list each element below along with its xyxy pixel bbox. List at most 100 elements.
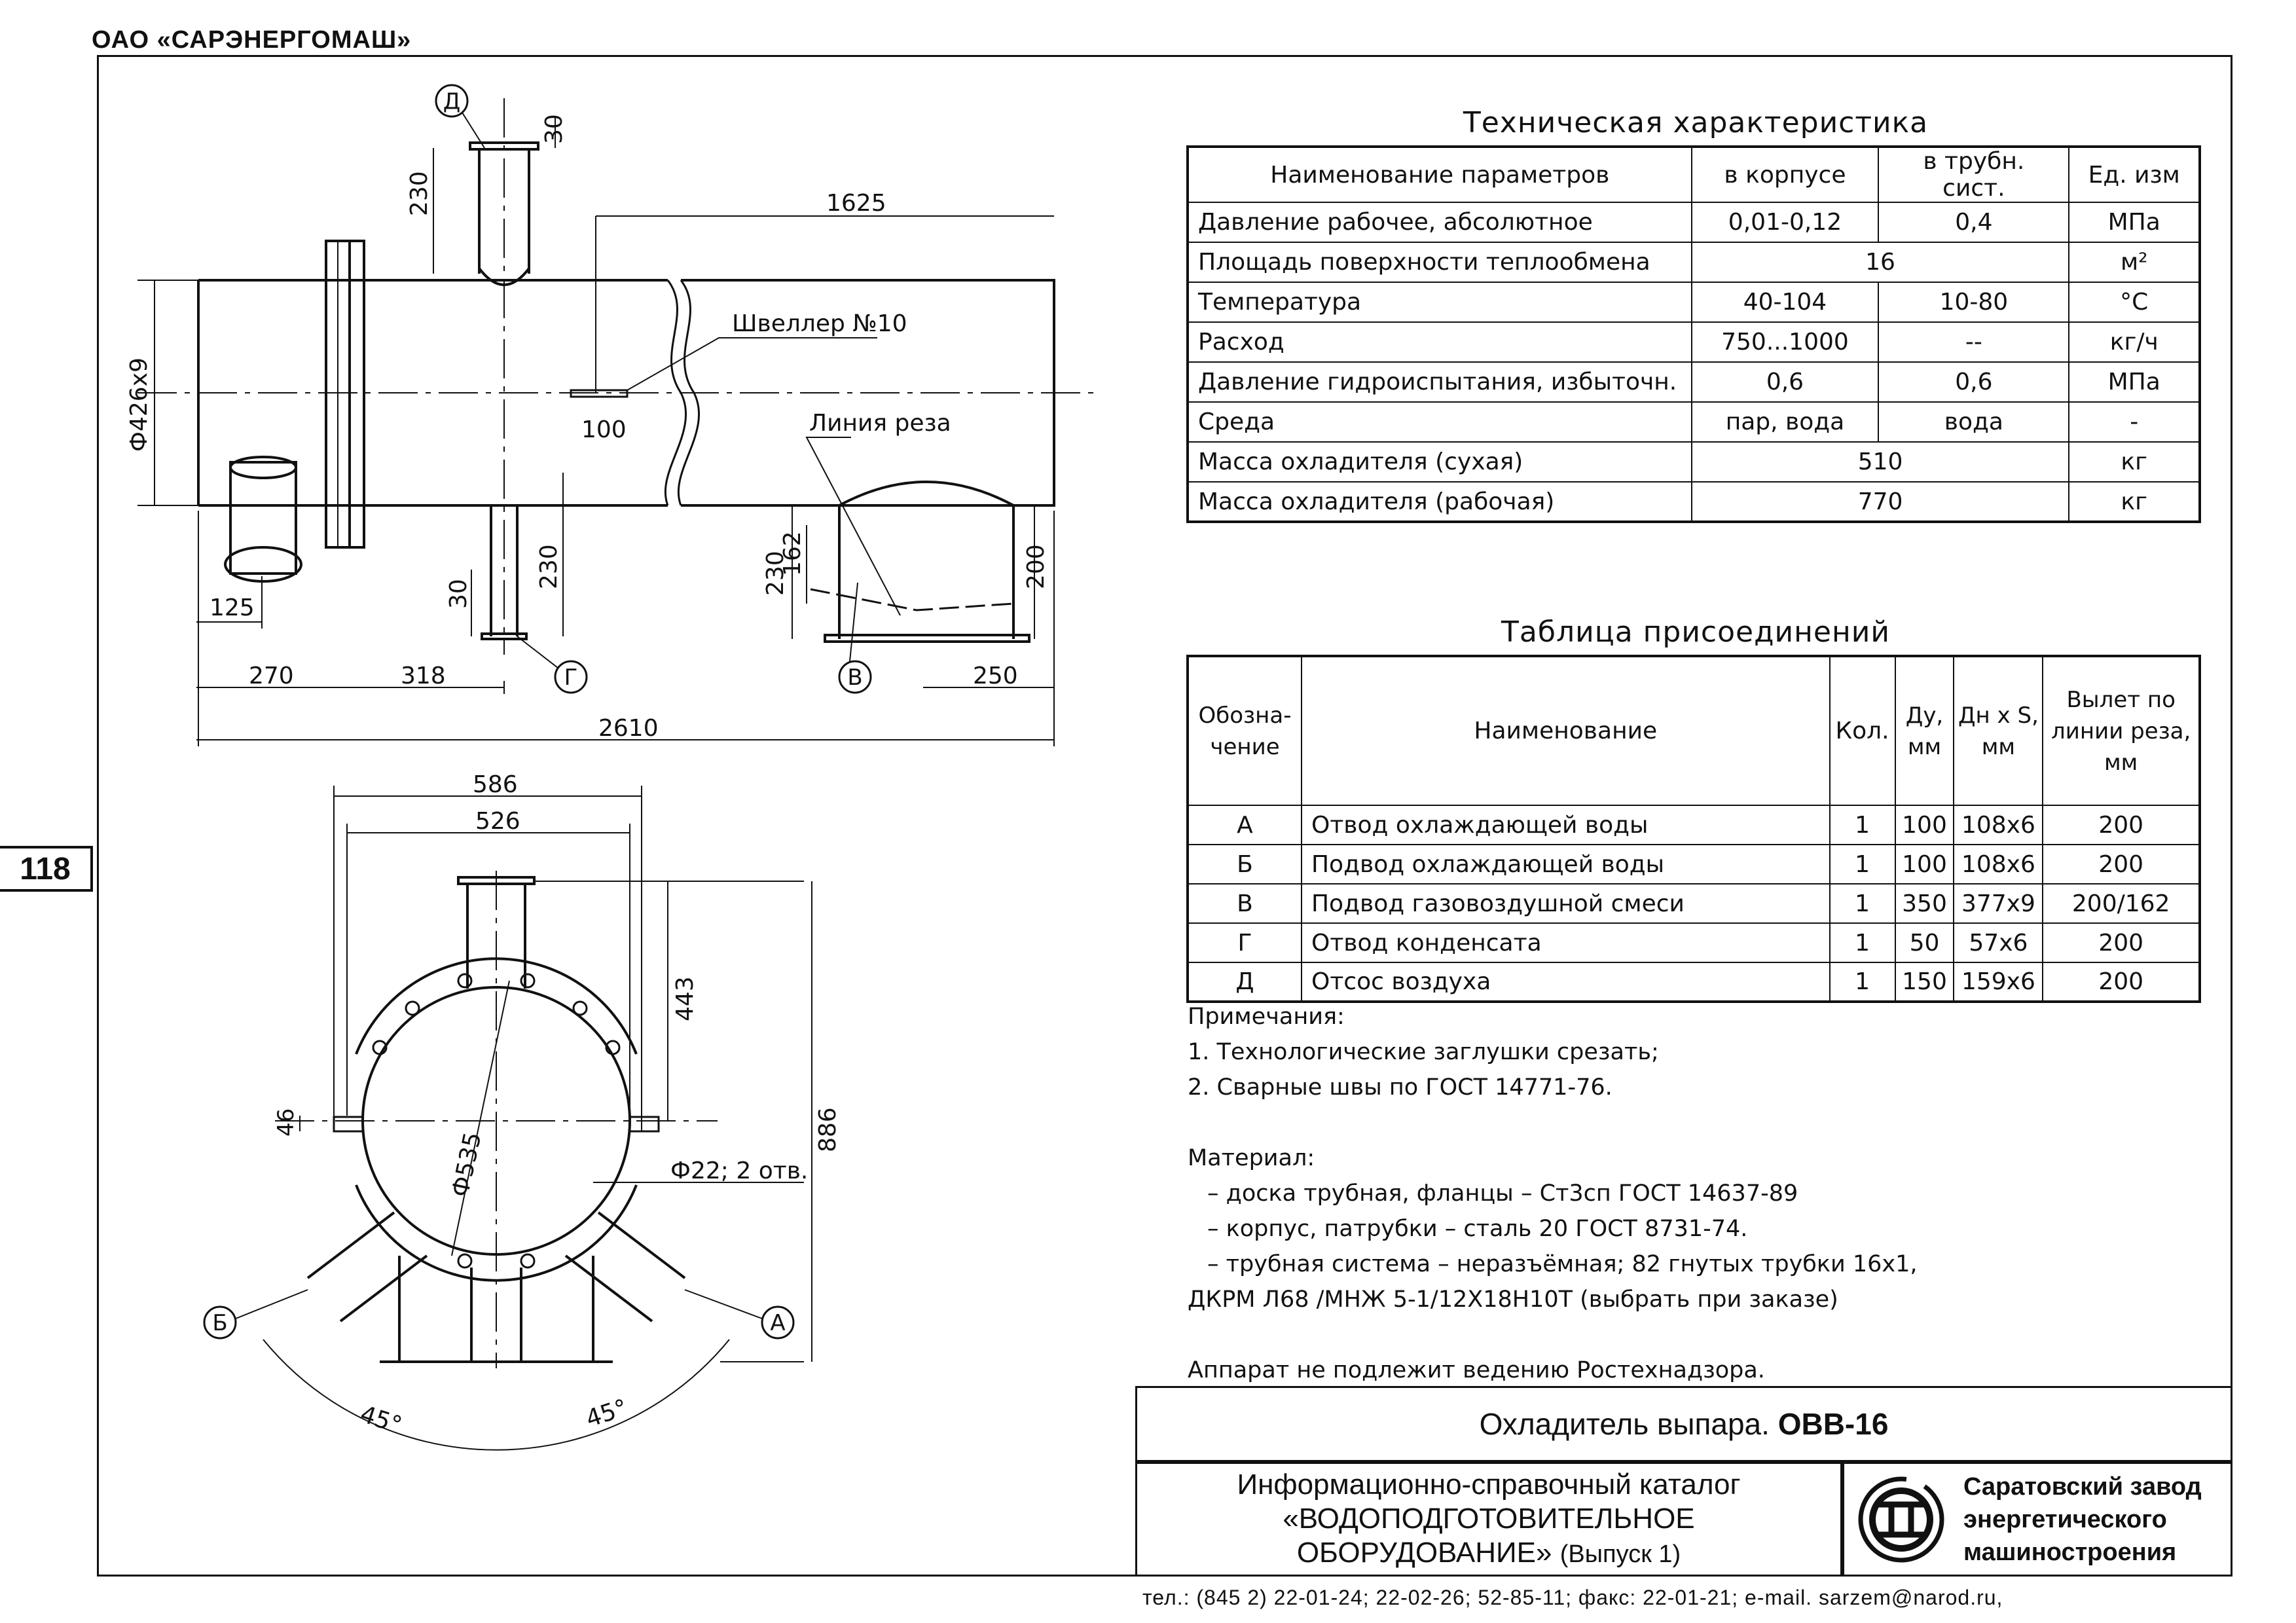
note-item: 1. Технологические заглушки срезать;	[1188, 1039, 1659, 1065]
conn-mark: Д	[1187, 962, 1302, 1002]
end-view	[263, 786, 812, 1451]
dim-top-230c: 230	[536, 544, 562, 589]
table-row: Масса охладителя (сухая) 510 кг	[1187, 441, 2200, 483]
catalog-line: Информационно-справочный каталог	[1237, 1468, 1741, 1501]
conn-du: 50	[1894, 922, 1955, 963]
conn-name: Отвод охлаждающей воды	[1300, 805, 1831, 845]
tech-unit: кг	[2068, 481, 2200, 522]
tech-header-row: Наименование параметров в корпусе в труб…	[1187, 146, 2200, 203]
tech-merged-value: 16	[1690, 242, 2070, 283]
svg-text:А: А	[770, 1310, 785, 1336]
conn-dn: 159х6	[1953, 962, 2044, 1002]
factory-line: Саратовский завод	[1963, 1472, 2202, 1501]
tech-tubes-value: вода	[1878, 401, 2070, 443]
note-item: 2. Сварные швы по ГОСТ 14771-76.	[1188, 1074, 1613, 1101]
tech-body-value: 0,01-0,12	[1690, 202, 1880, 243]
dim-top-270: 270	[249, 663, 294, 689]
company-name: ОАО «САРЭНЕРГОМАШ»	[92, 26, 412, 54]
table-row: А Отвод охлаждающей воды 1 100 108х6 200	[1187, 805, 2200, 845]
tech-param: Давление рабочее, абсолютное	[1187, 202, 1692, 243]
conn-header-du: Ду, мм	[1894, 655, 1955, 806]
dim-end-holes: Ф22; 2 отв.	[670, 1158, 808, 1184]
material-item: – доска трубная, фланцы – Ст3сп ГОСТ 146…	[1207, 1180, 1798, 1207]
table-row: Д Отсос воздуха 1 150 159х6 200	[1187, 962, 2200, 1002]
dim-end-angle-right: 45°	[583, 1395, 630, 1433]
tech-param: Масса охладителя (сухая)	[1187, 441, 1692, 483]
dim-end-886: 886	[814, 1107, 841, 1152]
title-block-product: Охладитель выпара. ОВВ-16	[1135, 1386, 2232, 1462]
marker-B: Б	[203, 1289, 308, 1340]
catalog-issue: (Выпуск 1)	[1559, 1540, 1681, 1568]
conn-out: 200/162	[2042, 883, 2200, 924]
tech-unit: МПа	[2068, 202, 2200, 243]
top-view	[137, 98, 1093, 746]
table-row: Масса охладителя (рабочая) 770 кг	[1187, 481, 2200, 522]
title-block-catalog: Информационно-справочный каталог «ВОДОПО…	[1135, 1462, 1842, 1577]
table-row: Давление гидроиспытания, избыточн. 0,6 0…	[1187, 361, 2200, 403]
dim-top-125: 125	[210, 594, 255, 621]
conn-du: 350	[1894, 883, 1955, 924]
conn-name: Подвод охлаждающей воды	[1300, 844, 1831, 884]
table-row: Температура 40-104 10-80 °С	[1187, 282, 2200, 323]
tech-table: Наименование параметров в корпусе в труб…	[1186, 145, 2201, 523]
contacts-line: тел.: (845 2) 22-01-24; 22-02-26; 52-85-…	[1142, 1586, 2003, 1609]
conn-header-out: Вылет по линии реза, мм	[2042, 655, 2200, 806]
svg-text:Д: Д	[443, 88, 461, 115]
label-channel: Швеллер №10	[732, 310, 907, 337]
conn-mark: В	[1187, 883, 1302, 924]
conn-header-dn: Дн х S, мм	[1953, 655, 2044, 806]
tech-param: Расход	[1187, 321, 1692, 363]
conn-out: 200	[2042, 962, 2200, 1002]
tech-unit: °С	[2068, 282, 2200, 323]
svg-text:Б: Б	[212, 1310, 227, 1336]
dim-channel-100: 100	[581, 416, 627, 443]
table-row: Площадь поверхности теплообмена 16 м²	[1187, 242, 2200, 283]
conn-dn: 108х6	[1953, 805, 2044, 845]
conn-du: 100	[1894, 805, 1955, 845]
dim-diameter-426: Ф426х9	[126, 357, 153, 452]
materials-title: Материал:	[1188, 1145, 1315, 1171]
conn-qty: 1	[1829, 962, 1896, 1002]
tech-param: Среда	[1187, 401, 1692, 443]
marker-V: В	[838, 582, 872, 694]
tech-unit: МПа	[2068, 361, 2200, 403]
label-cut-line: Линия реза	[809, 410, 951, 437]
marker-A: А	[684, 1289, 795, 1340]
catalog-line-3: ОБОРУДОВАНИЕ» (Выпуск 1)	[1137, 1536, 1840, 1571]
table-row: В Подвод газовоздушной смеси 1 350 377х9…	[1187, 883, 2200, 924]
dim-end-526: 526	[475, 808, 520, 835]
tech-tubes-value: --	[1878, 321, 2070, 363]
dim-end-46: 46	[273, 1108, 299, 1137]
material-item: – корпус, патрубки – сталь 20 ГОСТ 8731-…	[1207, 1216, 1748, 1242]
table-row: Г Отвод конденсата 1 50 57х6 200	[1187, 922, 2200, 963]
conn-header-qty: Кол.	[1829, 655, 1896, 806]
tech-header-unit: Ед. изм	[2068, 146, 2200, 203]
conn-out: 200	[2042, 805, 2200, 845]
tech-body-value: пар, вода	[1690, 401, 1880, 443]
conn-dn: 57х6	[1953, 922, 2044, 963]
title-block-factory: Саратовский завод энергетического машино…	[1842, 1462, 2232, 1577]
conn-dn: 377х9	[1953, 883, 2044, 924]
conn-out: 200	[2042, 922, 2200, 963]
conn-header-name: Наименование	[1300, 655, 1831, 806]
tech-merged-value: 510	[1690, 441, 2070, 483]
conn-name: Отвод конденсата	[1300, 922, 1831, 963]
marker-G: Г	[517, 636, 588, 694]
tech-header-tubes: в трубн. сист.	[1878, 146, 2070, 203]
tech-merged-value: 770	[1690, 481, 2070, 522]
tech-unit: -	[2068, 401, 2200, 443]
product-title: Охладитель выпара.	[1479, 1407, 1770, 1441]
dim-top-230a: 230	[406, 171, 433, 216]
connections-table: Обозна-чение Наименование Кол. Ду, мм Дн…	[1186, 655, 2201, 1003]
table-row: Среда пар, вода вода -	[1187, 401, 2200, 443]
dim-end-angle-left: 45°	[357, 1401, 405, 1440]
factory-line: энергетического	[1963, 1505, 2167, 1533]
factory-name: Саратовский завод энергетического машино…	[1963, 1470, 2202, 1569]
tech-title: Техническая характеристика	[1463, 106, 1929, 139]
conn-qty: 1	[1829, 883, 1896, 924]
notes-block: Примечания: 1. Технологические заглушки …	[1188, 999, 2209, 1388]
dim-top-200: 200	[1023, 544, 1049, 589]
tech-param: Температура	[1187, 282, 1692, 323]
table-row: Б Подвод охлаждающей воды 1 100 108х6 20…	[1187, 844, 2200, 884]
factory-line: машиностроения	[1963, 1538, 2177, 1566]
